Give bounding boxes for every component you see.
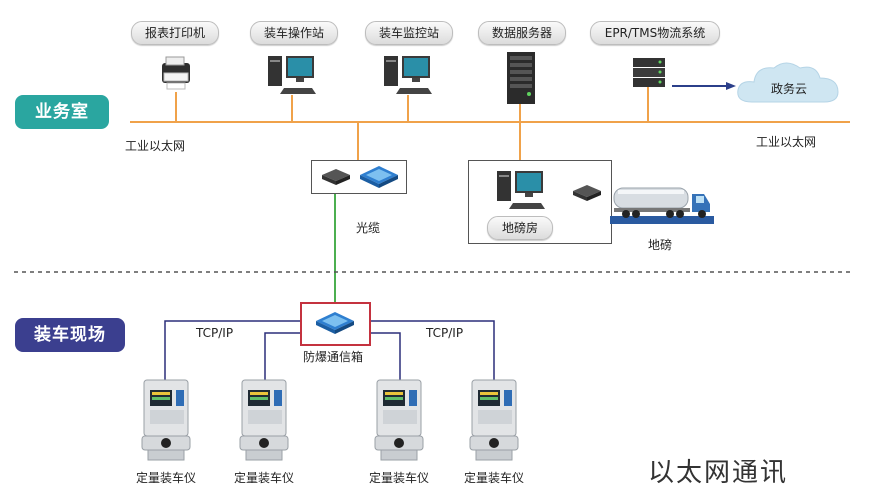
weighroom-switch-icon (573, 185, 601, 201)
loading-controller-icon-2 (239, 379, 289, 461)
node-label-data-server: 数据服务器 (478, 21, 566, 45)
weighbridge-room-box: 地磅房 (468, 160, 612, 244)
monitor-workstation-icon (384, 56, 432, 94)
cloud-arrow-head (726, 82, 736, 90)
node-label-printer: 报表打印机 (131, 21, 219, 45)
tanker-truck-icon (610, 187, 714, 224)
weighroom-workstation-icon (497, 171, 545, 209)
tcp-label-left: TCP/IP (196, 326, 234, 340)
diagram-caption: 以太网通讯 (648, 458, 789, 488)
network-switch-icon (322, 169, 350, 185)
tcp-line-2 (264, 332, 301, 382)
network-label-left: 工业以太网 (125, 139, 186, 153)
fiber-switch-box (311, 160, 407, 194)
controller-label-2: 定量装车仪 (233, 471, 294, 485)
controller-label-4: 定量装车仪 (463, 471, 524, 485)
weighbridge-label: 地磅 (648, 238, 673, 252)
data-server-icon (507, 52, 535, 104)
loading-controller-icon-1 (141, 379, 191, 461)
fiber-converter-icon (360, 166, 398, 188)
loading-controller-icon-4 (469, 379, 519, 461)
erp-server-icon (633, 58, 665, 87)
weighbridge-room-label: 地磅房 (487, 216, 553, 240)
explosion-box-label: 防爆通信箱 (303, 350, 364, 364)
node-label-operator-station: 装车操作站 (250, 21, 338, 45)
tcp-line-4 (368, 320, 495, 382)
ethernet-bus (130, 121, 850, 123)
explosion-proof-box (300, 302, 371, 346)
tcp-label-right: TCP/IP (426, 326, 464, 340)
tcp-line-3 (368, 332, 401, 382)
office-zone-label: 业务室 (15, 95, 109, 129)
operator-workstation-icon (268, 56, 316, 94)
controller-label-1: 定量装车仪 (135, 471, 196, 485)
loading-controller-icon-3 (374, 379, 424, 461)
printer-icon (162, 56, 190, 90)
cloud-label: 政务云 (771, 82, 808, 96)
network-label-right: 工业以太网 (756, 135, 817, 149)
tcp-line-1 (164, 320, 301, 382)
node-label-monitor-station: 装车监控站 (365, 21, 453, 45)
controller-label-3: 定量装车仪 (368, 471, 429, 485)
fiber-label: 光缆 (356, 221, 381, 235)
site-zone-label: 装车现场 (15, 318, 125, 352)
node-label-erp-tms: EPR/TMS物流系统 (590, 21, 720, 45)
cloud-icon (737, 62, 839, 103)
explosion-box-converter-icon (316, 312, 354, 334)
